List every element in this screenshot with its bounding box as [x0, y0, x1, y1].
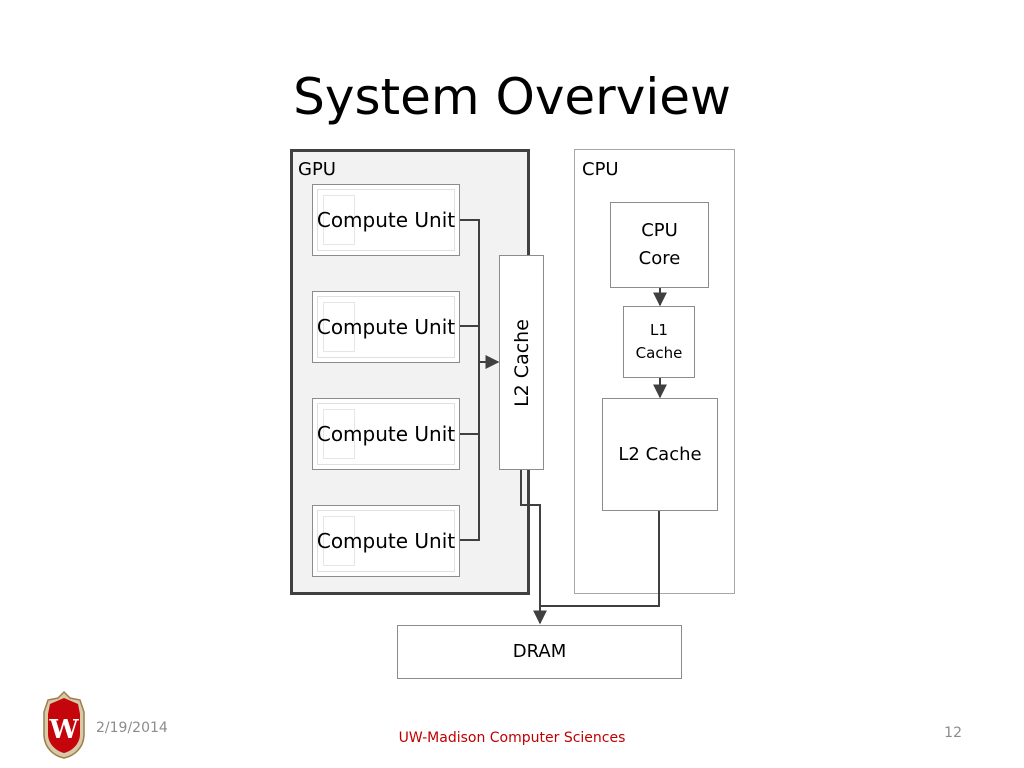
- slide-footer: UW-Madison Computer Sciences: [398, 730, 626, 746]
- compute-unit-label: Compute Unit: [316, 421, 456, 446]
- compute-unit-label: Compute Unit: [316, 207, 456, 232]
- svg-text:W: W: [48, 715, 79, 745]
- slide-date: 2/19/2014: [96, 720, 168, 736]
- cpu-l1-cache-label: L1 Cache: [635, 321, 683, 362]
- cpu-l2-cache-label: L2 Cache: [618, 443, 702, 465]
- compute-unit-1: Compute Unit: [312, 184, 460, 256]
- uw-crest-logo: W: [43, 690, 85, 759]
- compute-unit-2: Compute Unit: [312, 291, 460, 363]
- cpu-core: CPU Core: [610, 202, 709, 288]
- compute-unit-3: Compute Unit: [312, 398, 460, 470]
- cpu-l2-cache: L2 Cache: [602, 398, 718, 511]
- compute-unit-label: Compute Unit: [316, 528, 456, 553]
- dram-label: DRAM: [512, 641, 567, 662]
- cpu-core-label: CPU Core: [638, 220, 681, 269]
- slide-title: System Overview: [293, 68, 731, 126]
- gpu-l2-to-dram-arrow: [520, 470, 547, 625]
- cpu-l1-cache: L1 Cache: [623, 306, 695, 378]
- cpu-l2-to-dram-wire: [540, 511, 660, 607]
- dram: DRAM: [397, 625, 682, 679]
- compute-unit-label: Compute Unit: [316, 314, 456, 339]
- gpu-label: GPU: [298, 159, 336, 180]
- gpu-l2-cache: L2 Cache: [499, 255, 544, 470]
- page-number: 12: [944, 725, 962, 741]
- cpu-label: CPU: [582, 159, 619, 180]
- compute-unit-4: Compute Unit: [312, 505, 460, 577]
